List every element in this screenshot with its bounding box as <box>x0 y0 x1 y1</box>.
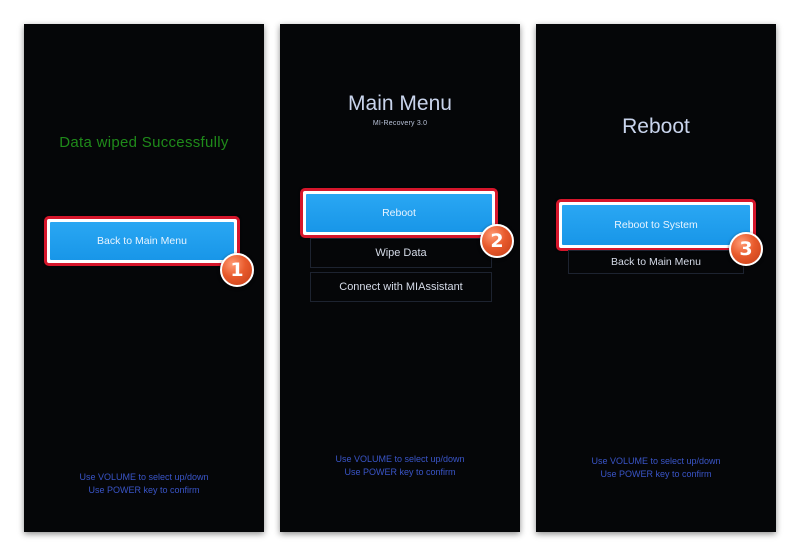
recovery-screen-main-menu: Main Menu MI-Recovery 3.0 Reboot Wipe Da… <box>280 24 520 532</box>
volume-hint: Use VOLUME to select up/down <box>79 472 209 482</box>
power-hint: Use POWER key to confirm <box>344 467 456 477</box>
step-1-badge: 1 <box>220 253 254 287</box>
power-hint: Use POWER key to confirm <box>600 469 712 479</box>
step-3-badge: 3 <box>729 232 763 266</box>
recovery-screen-reboot: Reboot Reboot to System Back to Main Men… <box>536 24 776 532</box>
wipe-data-button[interactable]: Wipe Data <box>310 238 492 268</box>
highlight-frame: Reboot <box>300 188 498 238</box>
highlight-frame: Reboot to System <box>556 199 756 251</box>
reboot-button[interactable]: Reboot <box>306 194 492 232</box>
version-label: MI-Recovery 3.0 <box>372 120 428 127</box>
highlight-frame: Back to Main Menu <box>44 216 240 266</box>
connect-miassistant-button[interactable]: Connect with MIAssistant <box>310 272 492 302</box>
status-message: Data wiped Successfully <box>59 134 229 151</box>
back-to-main-menu-button[interactable]: Back to Main Menu <box>568 250 744 274</box>
page-title: Reboot <box>622 115 690 138</box>
power-hint: Use POWER key to confirm <box>88 485 200 495</box>
step-2-badge: 2 <box>480 224 514 258</box>
volume-hint: Use VOLUME to select up/down <box>591 456 721 466</box>
volume-hint: Use VOLUME to select up/down <box>335 454 465 464</box>
page-title: Main Menu <box>348 92 452 115</box>
back-to-main-menu-button[interactable]: Back to Main Menu <box>50 222 234 260</box>
reboot-to-system-button[interactable]: Reboot to System <box>562 205 750 245</box>
